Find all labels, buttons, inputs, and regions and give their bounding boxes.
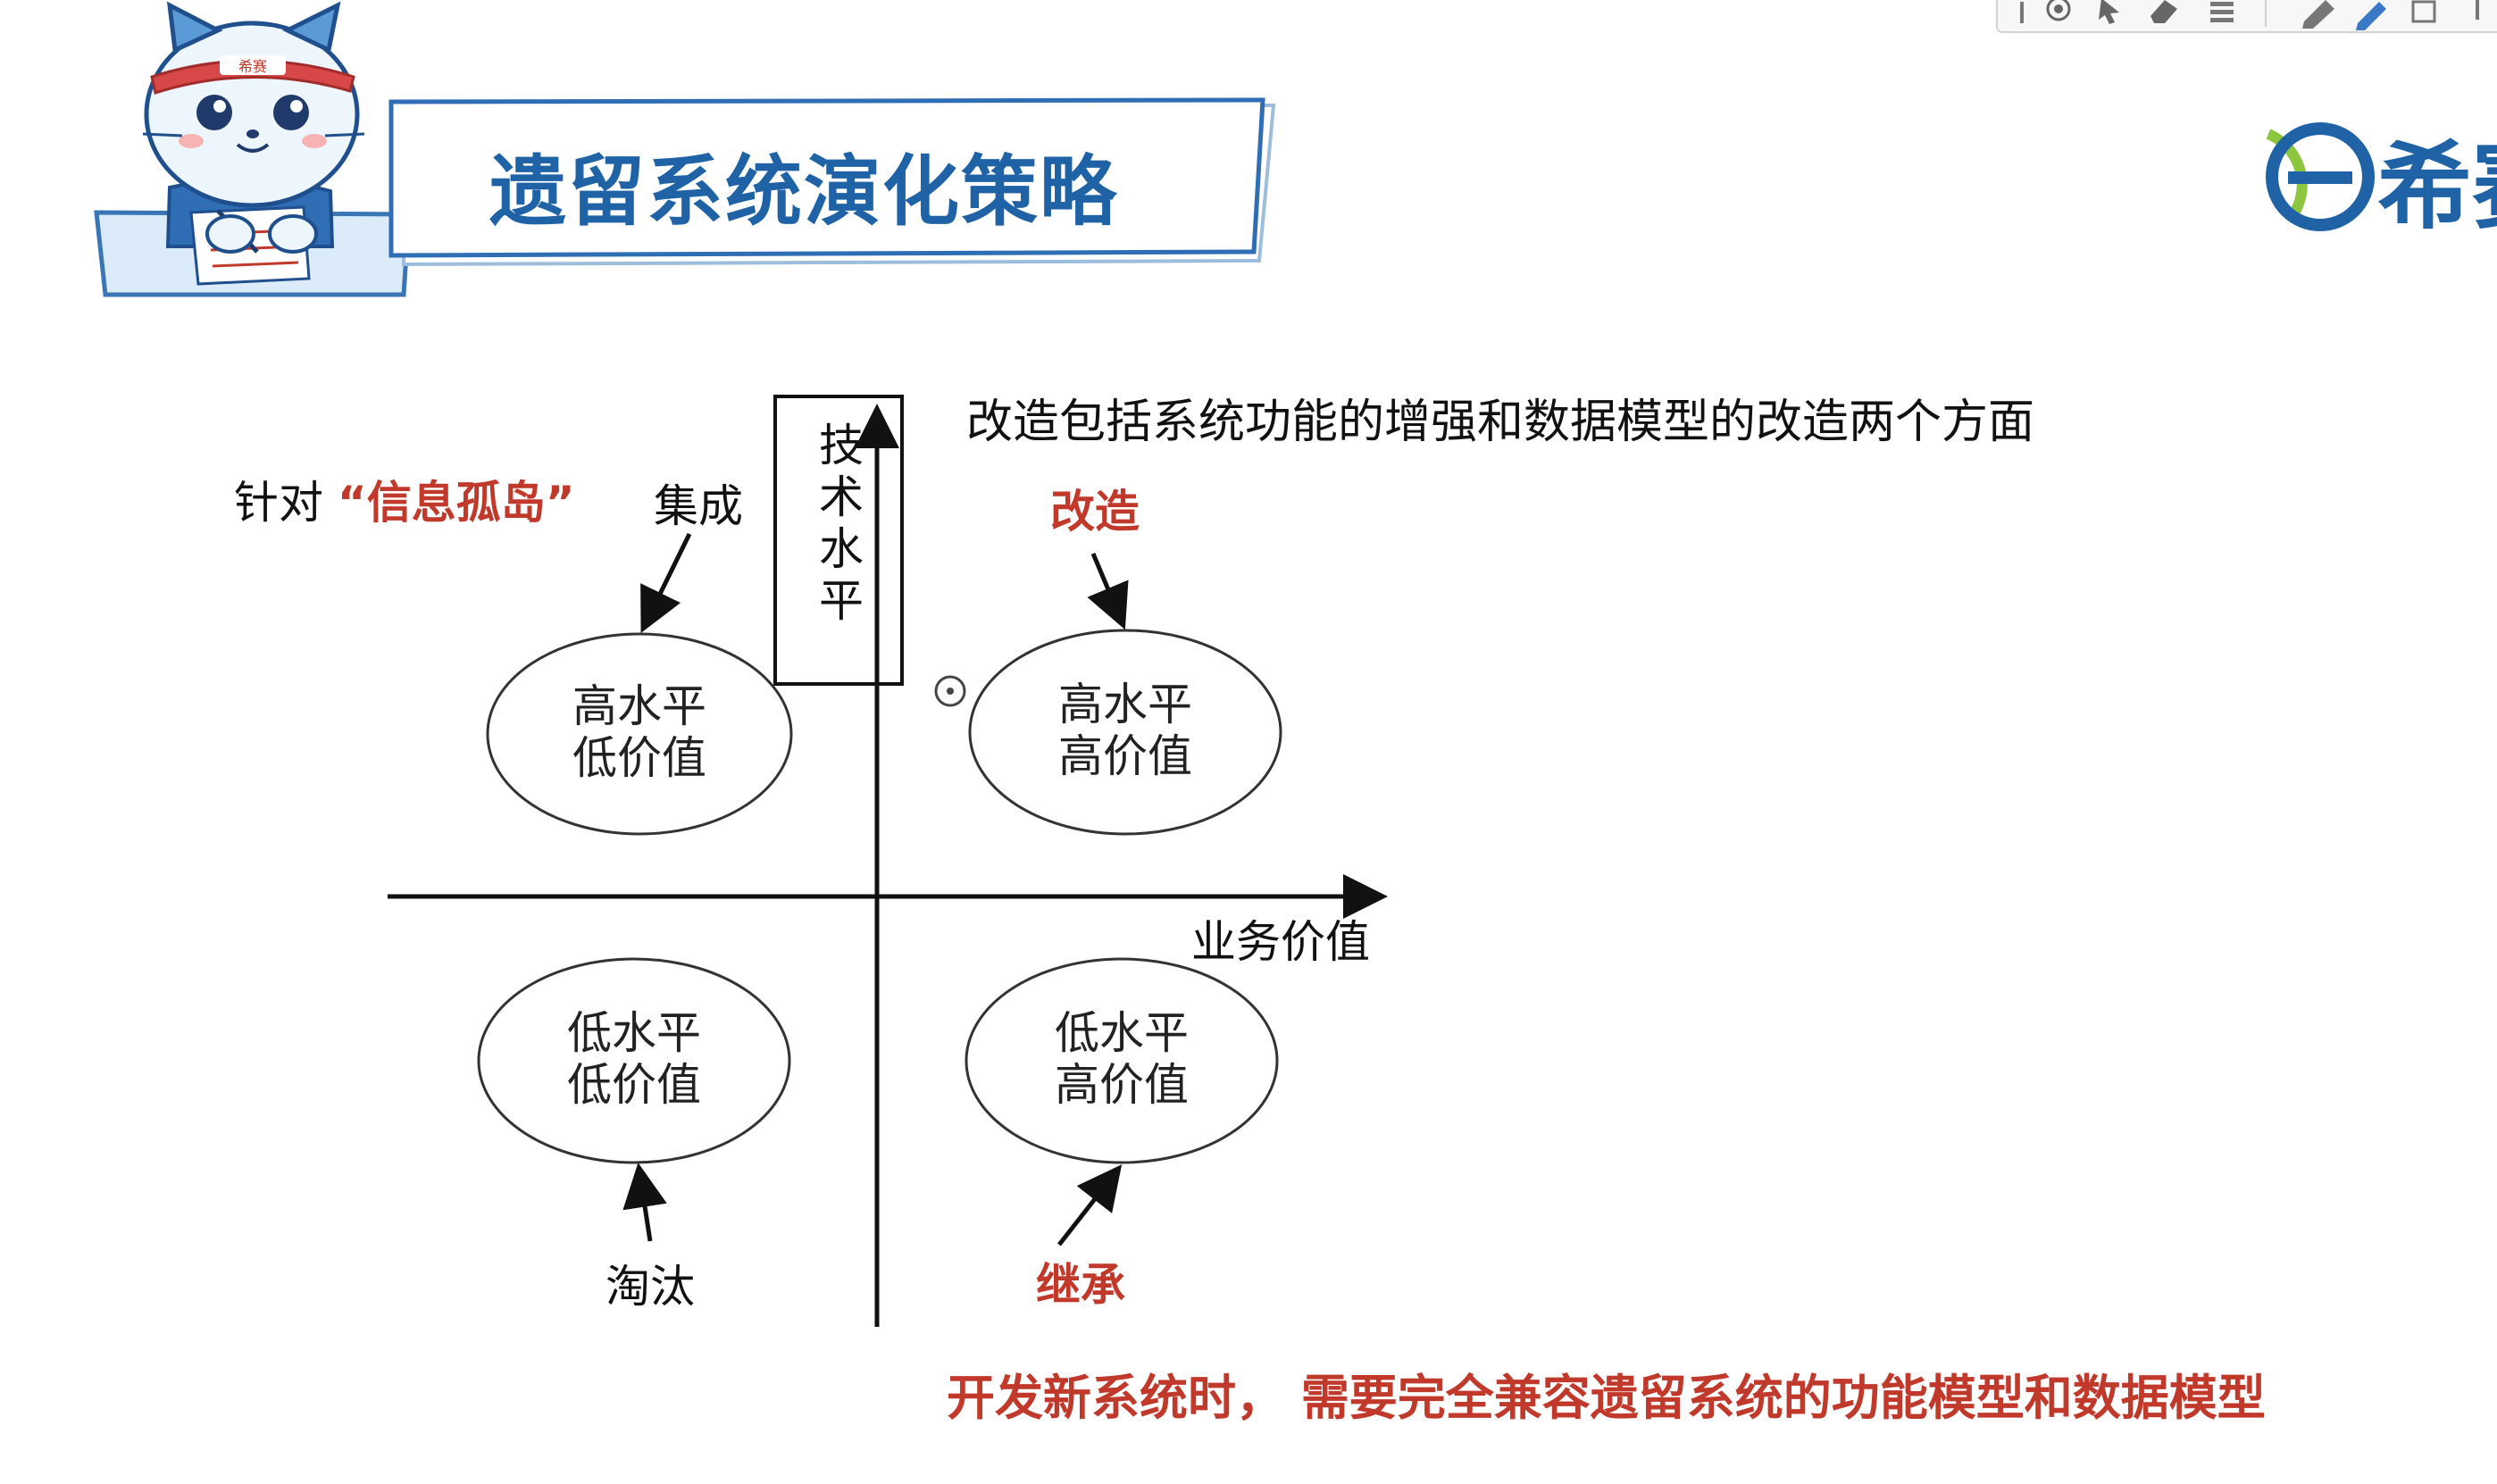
y-axis-label-char-4: 平 — [819, 575, 864, 627]
pen-icon[interactable] — [2356, 2, 2386, 30]
quadrant-top-right-line1: 高水平 — [1058, 679, 1192, 730]
transform-note: 改造包括系统功能的增强和数据模型的改造两个方面 — [966, 396, 2034, 449]
strategy-integrate-label: 集成 — [654, 480, 743, 532]
title-banner: 遗留系统演化策略 — [388, 97, 1276, 267]
brand-logo: 希赛 — [2266, 122, 2497, 242]
strategy-transform-label: 改造 — [1050, 486, 1140, 538]
notes: 针对 “信息孤岛” 改造包括系统功能的增强和数据模型的改造两个方面 开发新系统时… — [234, 396, 2266, 1426]
strategy-eliminate-label: 淘汰 — [605, 1261, 695, 1313]
mascot-illustration: 希赛 — [94, 1, 412, 297]
mascot-badge-text: 希赛 — [238, 58, 267, 75]
slide-title: 遗留系统演化策略 — [489, 147, 1118, 237]
highlighter-icon[interactable] — [2302, 0, 2334, 29]
y-axis-label-char-3: 水 — [819, 523, 864, 575]
logo-text: 希赛 — [2377, 132, 2497, 242]
strategy-inherit-label: 继承 — [1036, 1259, 1125, 1311]
y-axis-label-char-1: 技 — [819, 420, 864, 471]
island-note-quoted: “信息孤岛” — [338, 477, 575, 529]
quadrant-bottom-left: 低水平 低价值 — [477, 957, 791, 1164]
quadrant-bottom-left-line2: 低价值 — [567, 1059, 701, 1111]
eliminate-arrow — [622, 1163, 667, 1242]
menu-icon[interactable] — [2210, 2, 2234, 22]
x-axis-label: 业务价值 — [1191, 916, 1370, 968]
pointer-icon[interactable] — [2099, 0, 2119, 24]
quadrant-top-left: 高水平 低价值 — [486, 632, 793, 836]
eraser-icon[interactable] — [2150, 0, 2177, 23]
quadrant-bottom-right-line1: 低水平 — [1055, 1007, 1189, 1059]
inherit-note-part1: 开发新系统时， — [947, 1370, 1284, 1426]
quadrant-top-left-line1: 高水平 — [572, 680, 706, 732]
record-icon[interactable] — [2046, 0, 2071, 21]
quadrant-top-right: 高水平 高价值 — [968, 629, 1282, 836]
inherit-arrow — [1057, 1164, 1123, 1246]
quadrant-bottom-right: 低水平 高价值 — [965, 957, 1279, 1164]
quadrant-top-right-line2: 高价值 — [1058, 730, 1192, 782]
window-icon[interactable] — [2411, 0, 2436, 23]
inherit-note: 开发新系统时， 需要完全兼容遗留系统的功能模型和数据模型 — [947, 1370, 2266, 1426]
transform-arrow — [1087, 553, 1129, 630]
presentation-toolbar — [1996, 0, 2497, 33]
quadrant-bottom-left-line1: 低水平 — [567, 1007, 701, 1059]
cursor-target-icon — [934, 675, 966, 707]
y-axis-label-char-2: 术 — [819, 471, 864, 523]
island-note: 针对 “信息孤岛” — [234, 477, 575, 529]
integrate-arrow — [640, 532, 692, 633]
quadrant-bottom-right-line2: 高价值 — [1055, 1059, 1189, 1111]
inherit-note-part2: 需要完全兼容遗留系统的功能模型和数据模型 — [1301, 1370, 2266, 1426]
quadrant-diagram: 技 术 水 平 业务价值 高水平 低价值 高水平 高价值 低水平 低价值 低水平… — [388, 395, 1388, 1327]
island-note-prefix: 针对 — [234, 477, 323, 529]
quadrant-top-left-line2: 低价值 — [572, 732, 706, 784]
